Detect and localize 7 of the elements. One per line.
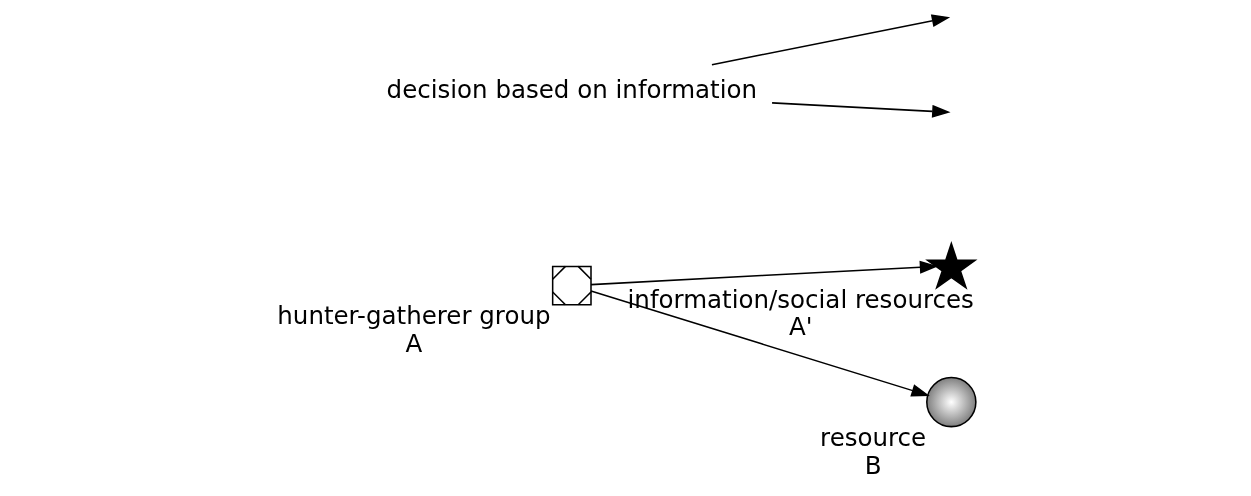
- node-label: B: [864, 450, 882, 480]
- node-label: A': [788, 312, 813, 342]
- node-label: information/social resources: [627, 284, 974, 314]
- node-label: A: [405, 328, 423, 358]
- node-text: decision based on information: [386, 75, 758, 105]
- node-label: hunter-gatherer group: [277, 301, 551, 331]
- node-label: resource: [820, 423, 927, 453]
